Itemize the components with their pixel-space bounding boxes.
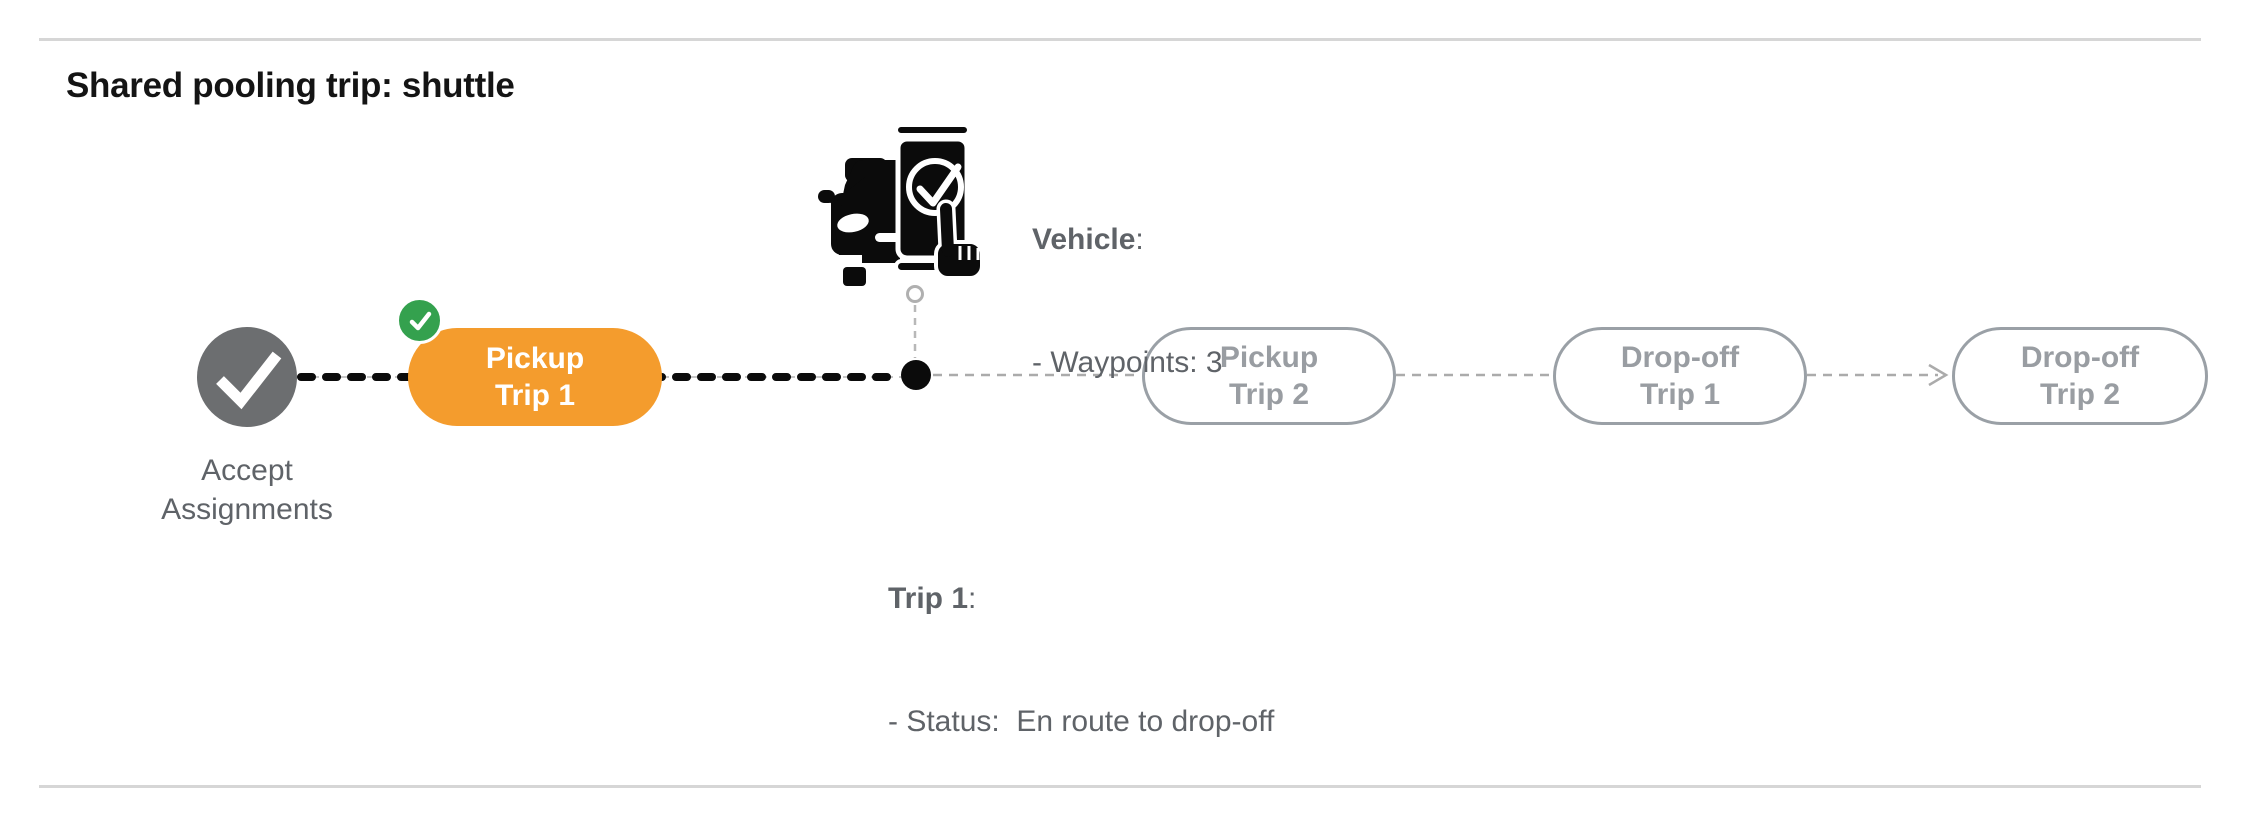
timeline-node-dropoff-trip-2: Drop-off Trip 2 (1952, 327, 2208, 425)
pill-label-line1: Pickup (485, 342, 585, 375)
checkmark-icon (409, 311, 431, 330)
timeline-node-pickup-trip-2: Pickup Trip 2 (1142, 327, 1396, 425)
vehicle-info: Vehicle: - Waypoints: 3 (1032, 137, 1223, 465)
trip1-title: Trip 1: (888, 582, 977, 615)
green-check-badge-icon (396, 297, 443, 344)
page-title: Shared pooling trip: shuttle (66, 66, 515, 105)
trip1-status-line: - Status: En route to drop-off (888, 705, 1275, 738)
pill-label-line1: Drop-off (1620, 341, 1740, 374)
accept-assignments-label: Accept Assignments (97, 451, 397, 529)
pill-label-line2: Trip 2 (2039, 378, 2121, 411)
pill-label-line1: Drop-off (2020, 341, 2140, 374)
checkmark-icon (216, 351, 282, 410)
pill-label-line2: Trip 1 (494, 379, 576, 412)
vehicle-anchor-circle (906, 285, 924, 303)
vehicle-info-line: - Waypoints: 3 (1032, 346, 1223, 379)
accept-label-line1: Accept (201, 454, 293, 487)
vehicle-info-title: Vehicle: (1032, 223, 1144, 256)
completed-node-circle (197, 327, 297, 427)
timeline-node-dropoff-trip-1: Drop-off Trip 1 (1553, 327, 1807, 425)
timeline-node-pickup-trip-1: Pickup Trip 1 (408, 328, 662, 426)
current-position-dot-icon (901, 360, 931, 390)
accept-label-line2: Assignments (161, 493, 333, 526)
trip-status-info: Trip 1: - Status: En route to drop-off -… (888, 496, 1274, 825)
accept-assignments-node (197, 327, 297, 427)
arrow-right-icon (1928, 363, 1949, 387)
pill-label-line1: Pickup (1219, 341, 1319, 374)
bottom-divider (39, 785, 2201, 788)
car-phone-check-icon (818, 123, 984, 286)
top-divider (39, 38, 2201, 41)
pill-label-line2: Trip 1 (1639, 378, 1721, 411)
pill-label-line2: Trip 2 (1228, 378, 1310, 411)
